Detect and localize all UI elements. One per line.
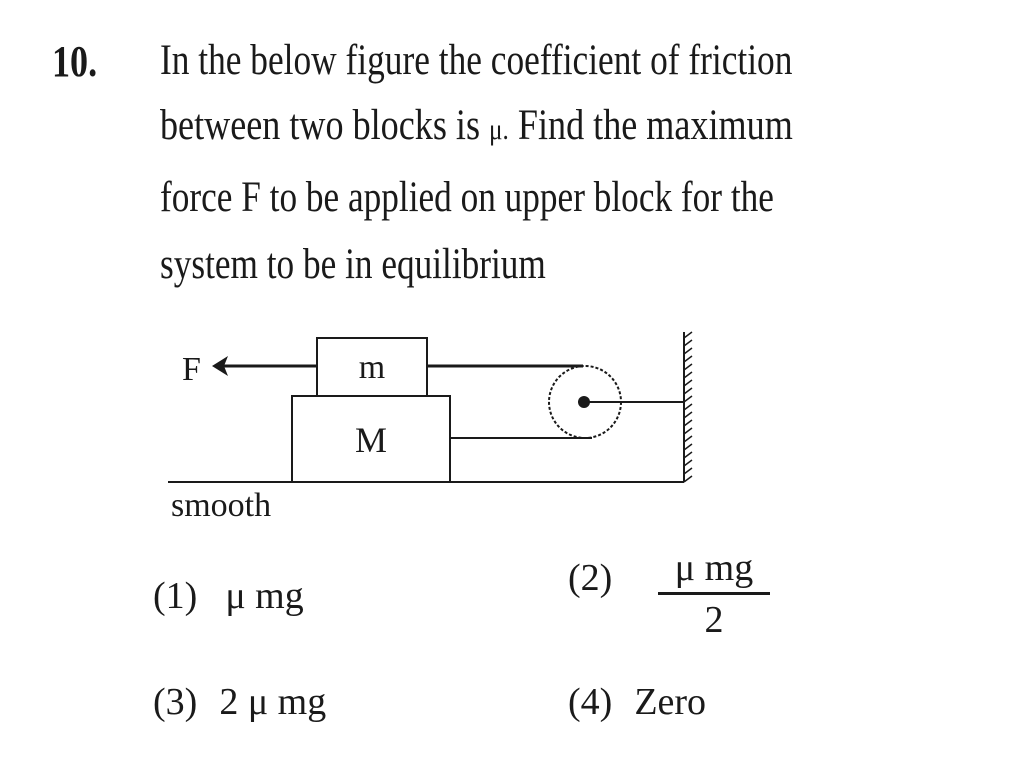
question-line-3: force F to be applied on upper block for… [160, 174, 774, 221]
option-3[interactable]: (3) 2 μ mg [153, 680, 326, 724]
question-line-2-before: between two blocks is [160, 102, 490, 149]
option-1-text: μ mg [225, 575, 304, 617]
lower-block-label: M [355, 420, 387, 460]
option-4-text: Zero [634, 681, 707, 723]
option-2-numerator: μ mg [674, 547, 754, 589]
question-line-1: In the below figure the coefficient of f… [160, 37, 793, 84]
question-line-2: between two blocks is μ. Find the maximu… [160, 101, 793, 150]
option-2-fraction[interactable]: μ mg 2 [658, 548, 770, 643]
option-3-text: 2 μ mg [219, 681, 327, 723]
force-label: F [182, 351, 201, 388]
option-4[interactable]: (4) Zero [568, 680, 706, 724]
option-2-number[interactable]: (2) [568, 557, 613, 599]
option-1[interactable]: (1) μ mg [153, 574, 304, 618]
option-1-number: (1) [153, 575, 198, 617]
question-number: 10. [52, 37, 98, 86]
option-2-denominator: 2 [704, 599, 724, 641]
mu-symbol: μ. [489, 113, 509, 146]
pulley-center-dot [578, 396, 590, 408]
option-4-number: (4) [568, 681, 613, 723]
fraction-bar [658, 592, 770, 595]
force-arrow-left-icon [212, 356, 228, 376]
upper-block-label: m [359, 349, 385, 386]
wall-hatching-icon [683, 331, 693, 483]
surface-label: smooth [171, 487, 271, 524]
question-line-4: system to be in equilibrium [160, 241, 546, 288]
option-3-number: (3) [153, 681, 198, 723]
question-line-2-after: Find the maximum [508, 102, 793, 149]
